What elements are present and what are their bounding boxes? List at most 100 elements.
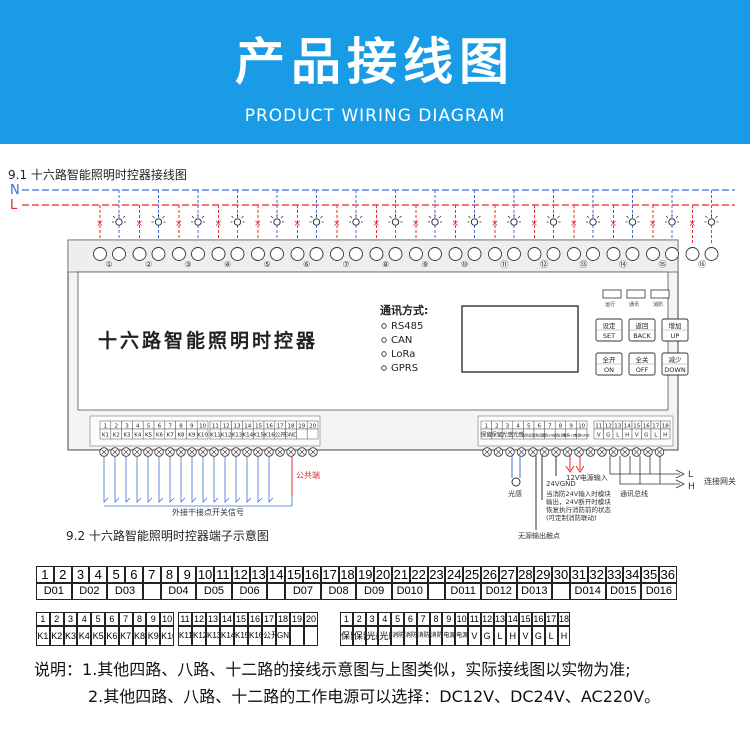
terminal-number-cell: 33 — [605, 566, 624, 583]
terminal-label: 电源GND — [574, 433, 590, 438]
block-number-cell: 9 — [146, 612, 161, 626]
gateway-label: 连接网关 — [704, 476, 736, 486]
terminal-number: 14 — [624, 424, 631, 430]
relay-label-12: ⑫ — [540, 260, 548, 269]
page-title: 产品接线图 — [235, 33, 515, 91]
terminal-number-cell: 17 — [320, 566, 339, 583]
terminal-output-cell: D01 — [36, 583, 72, 600]
block-label-cell: K13 — [206, 626, 220, 646]
terminal-number-cell: 27 — [498, 566, 517, 583]
device-name: 十六路智能照明时控器 — [98, 329, 318, 352]
block-number-cell: 15 — [234, 612, 248, 626]
terminal-number: 15 — [255, 424, 262, 430]
block-label-cell: K11 — [178, 626, 192, 646]
lamp-icon — [507, 214, 521, 226]
terminal-block-mid: 11121314151617181920K11K12K13K14K15K16公开… — [178, 612, 318, 646]
terminal-output-cell: D013 — [516, 583, 553, 600]
terminal-label: K7 — [167, 433, 175, 439]
dry-contact-wire — [257, 457, 263, 503]
relay-screw-terminal — [665, 247, 679, 261]
power-label: 12V电源输入 — [566, 473, 608, 482]
relay-screw-terminal — [448, 247, 463, 261]
header-banner: 产品接线图 PRODUCT WIRING DIAGRAM — [0, 0, 750, 144]
bus-arrows — [675, 469, 685, 489]
block-label-cell: 消防反馈 — [391, 626, 404, 646]
relay-label-6: ⑥ — [303, 260, 310, 269]
section-title-wiring: 9.1 十六路智能照明时控器接线图 — [8, 168, 187, 182]
terminal-number: 16 — [266, 424, 273, 430]
relay-screw-terminal — [646, 247, 660, 261]
dry-contact-label: 外接干接点开关信号 — [172, 507, 244, 517]
relay-screw-terminal — [409, 247, 423, 261]
terminal-label: K8 — [177, 433, 185, 439]
relay-label-9: ⑨ — [422, 260, 429, 269]
terminal-output-cell: D09 — [356, 583, 392, 600]
terminal-label: GND — [285, 433, 298, 439]
relay-screw-terminal — [467, 247, 482, 261]
comm-option-can: CAN — [391, 335, 412, 346]
switch-mark-6: × — [294, 219, 302, 229]
public-label: 公共端 — [296, 470, 320, 480]
block-label-row: K1K2K3K4K5K6K7K8K9K10 — [36, 626, 174, 646]
dry-contact-wires — [103, 457, 293, 507]
lamp-icon — [704, 214, 719, 226]
relay-screw-terminal — [330, 247, 344, 261]
n-line-label: N — [10, 183, 20, 198]
relay-label-8: ⑧ — [382, 260, 389, 269]
dry-contact-wire — [246, 457, 252, 503]
block-number-cell: 8 — [132, 612, 147, 626]
block-label-cell: 电源+12V — [442, 626, 456, 646]
terminal-number: 2 — [495, 424, 499, 430]
terminal-output-cell — [427, 583, 446, 600]
relay-label-7: ⑦ — [343, 260, 350, 269]
terminal-output-cell: D014 — [569, 583, 606, 600]
terminal-label: K5 — [145, 433, 153, 439]
terminal-label: 公开 — [275, 432, 287, 439]
block-label-cell — [304, 626, 318, 646]
relay-screw-terminal — [112, 247, 126, 261]
relay-screw-terminal — [527, 247, 542, 261]
block-number-cell: 17 — [262, 612, 276, 626]
switch-mark-7: × — [333, 219, 341, 229]
terminal-number: 14 — [244, 424, 251, 430]
indicator-label: 消防 — [653, 301, 663, 308]
switch-mark-5: × — [254, 219, 262, 229]
light-sensor-icon — [511, 477, 521, 487]
block-label-cell: K9 — [146, 626, 161, 646]
block-label-cell: 保留 — [352, 626, 366, 646]
terminal-label: K1 — [102, 433, 109, 439]
terminal-number-cell: 18 — [338, 566, 357, 583]
terminal-number: 18 — [288, 424, 295, 430]
terminal-label: V — [597, 433, 601, 439]
lcd-display — [461, 305, 579, 373]
block-number-cell: 3 — [63, 612, 78, 626]
terminal-label: 保留 — [481, 431, 493, 439]
lamp-icon — [309, 214, 324, 226]
terminal-block-left: 12345678910K1K2K3K4K5K6K7K8K9K10 — [36, 612, 174, 646]
radio-icon — [381, 323, 387, 329]
lamp-wires: ×××××××××××××××× — [96, 190, 719, 245]
indicator-led — [626, 289, 646, 299]
terminal-number: 20 — [309, 424, 316, 430]
terminal-output-cell: D012 — [480, 583, 517, 600]
relay-screw-terminal — [488, 247, 502, 261]
terminal-number-cell: 7 — [142, 566, 161, 583]
relay-screw-terminal — [230, 247, 245, 261]
terminal-output-cell: D011 — [445, 583, 481, 600]
block-label-cell: K4 — [77, 626, 92, 646]
block-number-cell: 9 — [442, 612, 456, 626]
terminal-number: 1 — [104, 424, 108, 430]
lamp-icon — [151, 214, 166, 226]
terminal-number-cell: 30 — [552, 566, 570, 583]
block-number-cell: 5 — [391, 612, 404, 626]
device-block-right: 1保留2保留3光感4光感5消防反馈6消防反馈7消防24V+8消防反馈9电源+12… — [480, 420, 590, 440]
